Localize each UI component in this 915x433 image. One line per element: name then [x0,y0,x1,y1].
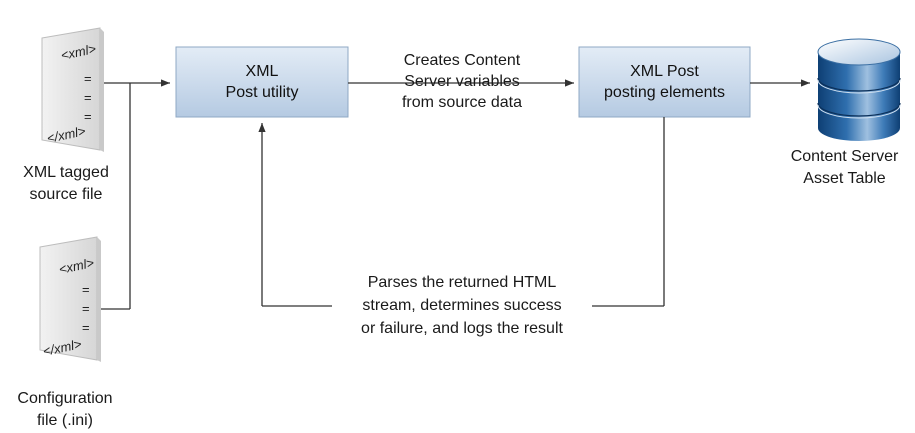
source-file-label: XML tagged source file [4,162,128,206]
doc-eq: = [82,282,90,297]
config-file-label-line2: file (.ini) [36,412,93,429]
post-utility-label: XML Post utility [176,61,348,103]
parses-label: Parses the returned HTML stream, determi… [326,271,598,340]
post-utility-label-line1: XML [245,63,279,80]
posting-elements-label-line2: posting elements [604,84,725,101]
asset-table-label-line2: Asset Table [803,170,886,187]
doc-eq: = [84,71,92,86]
creates-label-line2: Server variables [404,73,520,90]
config-file-label-line1: Configuration [17,390,113,407]
creates-label-line1: Creates Content [403,52,521,69]
post-utility-label-line2: Post utility [225,84,299,101]
feedback-loop [258,117,665,307]
asset-table-label-line1: Content Server [790,148,899,165]
config-file-icon: <xml> = = = </xml> [39,236,101,362]
posting-elements-label-line1: XML Post [630,63,699,80]
posting-elements-label: XML Post posting elements [579,61,750,103]
source-file-label-line1: XML tagged [23,164,109,181]
posting-elements-box [578,46,751,118]
source-file-icon: <xml> = = = </xml> [41,27,104,152]
source-file-label-line2: source file [29,186,103,203]
doc-eq: = [84,109,92,124]
doc-eq: = [82,320,90,335]
doc-open-tag: <xml> [58,255,96,277]
input-connectors [101,79,170,310]
creates-label: Creates Content Server variables from so… [357,50,567,113]
database-icon [817,38,901,141]
parses-label-line1: Parses the returned HTML [367,274,557,291]
asset-table-label: Content Server Asset Table [774,146,915,190]
creates-label-line3: from source data [401,94,523,111]
parses-label-line2: stream, determines success [362,297,562,314]
doc-open-tag: <xml> [60,41,98,63]
parses-label-line3: or failure, and logs the result [361,320,563,337]
doc-eq: = [84,90,92,105]
config-file-label: Configuration file (.ini) [0,388,130,432]
doc-eq: = [82,301,90,316]
post-utility-box [175,46,349,118]
